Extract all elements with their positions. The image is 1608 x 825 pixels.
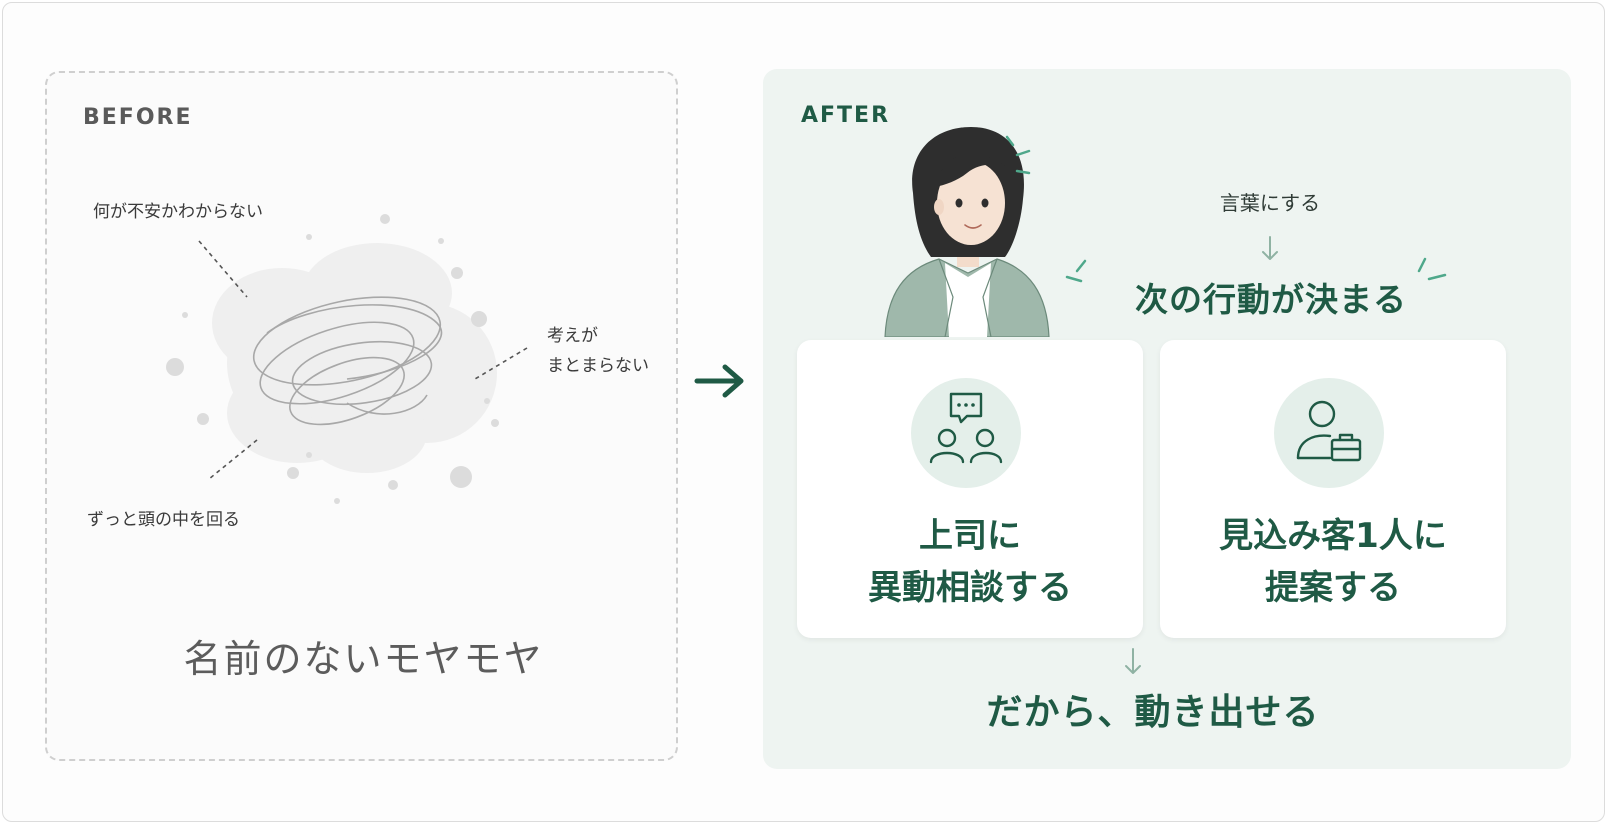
conversation-icon — [911, 378, 1021, 488]
woman-illustration — [884, 127, 1050, 337]
worry-text-circling: ずっと頭の中を回る — [87, 510, 240, 530]
before-label: BEFORE — [83, 105, 193, 130]
step-text: 言葉にする — [1219, 191, 1321, 215]
card-1-line-1: 上司に — [919, 516, 1021, 556]
client-briefcase-icon — [1274, 378, 1384, 488]
before-panel: BEFORE 何が不安かわからない 考えが まとまらない ずっと頭の中を回る 名… — [45, 71, 678, 761]
action-card-boss: 上司に 異動相談する — [797, 340, 1143, 638]
action-card-client: 見込み客1人に 提案する — [1160, 340, 1506, 638]
card-2-line-1: 見込み客1人に — [1219, 516, 1447, 556]
sparkle-right-icon — [1417, 257, 1447, 281]
arrow-down-icon — [1262, 236, 1278, 260]
after-panel: AFTER — [763, 69, 1571, 769]
after-label: AFTER — [801, 103, 891, 128]
fog-illustration — [166, 214, 528, 504]
worry-text-thoughts-line1: 考えが — [547, 326, 598, 346]
sparkle-left-icon — [1065, 259, 1087, 283]
headline: 次の行動が決まる — [1135, 280, 1407, 319]
arrow-down-icon — [1125, 648, 1141, 674]
card-2-line-2: 提案する — [1265, 568, 1401, 608]
sparkle-icon — [1005, 135, 1031, 175]
worry-text-unknown-anxiety: 何が不安かわからない — [93, 202, 263, 222]
arrow-right-icon — [694, 364, 744, 398]
footer-conclusion: だから、動き出せる — [986, 692, 1320, 733]
before-caption: 名前のないモヤモヤ — [183, 637, 544, 681]
card-1-line-2: 異動相談する — [868, 568, 1072, 608]
worry-text-thoughts-line2: まとまらない — [547, 356, 649, 376]
